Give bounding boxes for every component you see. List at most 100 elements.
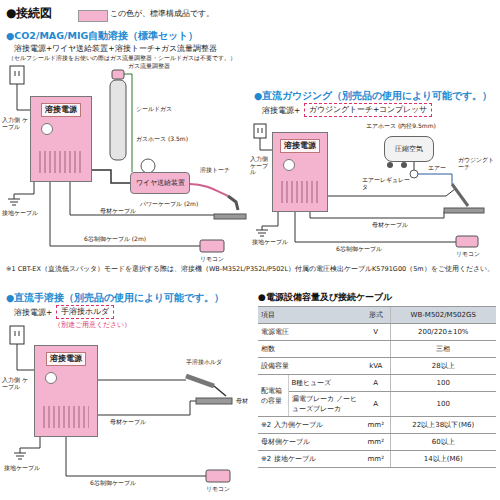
callout-label: 手溶接ホルダ [186, 358, 236, 365]
cell-text: 形式 [369, 311, 383, 319]
cell-text: 28以上 [432, 362, 455, 370]
cell-text: ※2 入力側ケーブル [261, 421, 323, 429]
table-cell: 母材側ケーブル [258, 434, 362, 451]
workpiece [196, 398, 232, 404]
callout-label: ●電源設備容量及び接続ケーブル [258, 292, 496, 303]
table-cell [362, 341, 390, 358]
table-cell: V [362, 324, 390, 341]
table-cell: kVA [362, 358, 390, 375]
callout-label: ●直流ガウジング（別売品の使用により可能です。） [254, 90, 498, 101]
cell-text: B種ヒューズ [292, 379, 332, 387]
label-text: （セルフシールド溶接をお使いの際はガス流量調整器・シールドガスは不要です。） [8, 54, 236, 61]
holder-cable [98, 380, 186, 381]
callout-label: 溶接トーチ [200, 166, 244, 173]
label-text: 6芯制御ケーブル [336, 245, 382, 252]
slot [258, 128, 262, 133]
label-text: 溶接電源+ [262, 106, 300, 115]
wire-feeder-box: ワイヤ送給装置 [130, 172, 190, 194]
callout-label: エアホース (内径9.5mm) [366, 122, 466, 129]
ground-cable [14, 182, 34, 199]
table-cell: 200/220±10% [390, 324, 496, 341]
node-text: ワイヤ送給装置 [136, 179, 185, 187]
remote-control [200, 240, 224, 252]
table-cell: 28以上 [390, 358, 496, 375]
input-cable [17, 84, 30, 110]
gas-regulator [112, 70, 124, 79]
cell-text: mm² [368, 438, 384, 446]
table-row: 電源電圧 V 200/220±10% [258, 324, 496, 341]
label-text: リモコン [206, 485, 230, 492]
table-cell: 項目 [258, 307, 362, 324]
label-text: エアホース (内径9.5mm) [366, 122, 436, 129]
outlet [10, 66, 24, 84]
table-cell: 60以上 [390, 434, 496, 451]
label-text: 6芯制御ケーブル [90, 479, 136, 486]
label-text: 入力側 ケーブル [2, 116, 28, 130]
cell-text: 100 [437, 400, 450, 408]
callout-label: 入力側 ケーブル [2, 116, 29, 130]
ground-symbol [8, 199, 20, 205]
label-text: ガスホース (3.5m) [136, 135, 188, 142]
callout-label: ●直流手溶接（別売品の使用により可能です。） [6, 292, 250, 303]
table-cell: 形式 [362, 307, 390, 324]
air-hose [418, 174, 452, 184]
label-text: ●CO2/MAG/MIG自動溶接（標準セット） [6, 30, 198, 41]
callout-label: 母材ケーブル [372, 221, 422, 228]
cell-text: ※2 接地ケーブル [261, 455, 316, 463]
base-cable [98, 401, 196, 415]
cell-text: WB-M502/M502GS [411, 311, 476, 319]
input-cable [260, 138, 272, 150]
table-cell: mm² [362, 451, 390, 468]
electrode [214, 386, 226, 396]
cell-text: 配電箱の容量 [261, 387, 282, 405]
callout-label: ●CO2/MAG/MIG自動溶接（標準セット） [6, 30, 250, 41]
power-source-box: 溶接電源 [272, 132, 328, 212]
ground-symbol [14, 453, 26, 459]
callout-label: パワーケーブル (2m) [140, 200, 210, 207]
node-text: 溶接電源 [41, 103, 81, 117]
slot [15, 71, 19, 76]
welding-torch [228, 196, 238, 210]
callout-label: リモコン [456, 250, 486, 257]
table-row: 項目 形式 WB-M502/M502GS [258, 307, 496, 324]
table-row: 配電箱の容量B種ヒューズA100 [258, 375, 496, 392]
ground-cable [20, 437, 40, 453]
label-text: リモコン [200, 255, 224, 262]
callout-label: 溶接電源+ [262, 106, 306, 115]
cell-text: 項目 [261, 311, 275, 319]
legend-label: この色が、標準構成品です。 [110, 9, 214, 18]
callout-label: 接地ケーブル [252, 238, 292, 245]
callout-label: ガスホース (3.5m) [136, 135, 196, 142]
title-text: ●接続図 [6, 6, 52, 20]
node-text: 手溶接ホルダ [61, 307, 109, 316]
label-text: ガウジングトーチ [458, 156, 494, 170]
label-text: 接地ケーブル [252, 238, 288, 245]
table-cell: A [362, 375, 390, 392]
cell-text: 設備容量 [261, 362, 289, 370]
air-regulator [410, 170, 418, 178]
diagram-title: ●接続図 [6, 6, 52, 20]
remote-control [206, 470, 230, 482]
cell-text: V [373, 328, 378, 336]
label-text: 母材ケーブル [110, 418, 146, 425]
callout-label: リモコン [206, 485, 236, 492]
label-text: 溶接電源+ワイヤ送給装置+溶接トーチ+ガス流量調整器 [14, 44, 217, 53]
legend-text: この色が、標準構成品です。 [110, 9, 214, 19]
callout-label: 母材ケーブル [100, 207, 140, 214]
workpiece [214, 214, 246, 219]
cell-text: 電源電圧 [261, 328, 289, 336]
label-text: ガス流量調整器 [128, 62, 170, 69]
label-text: 入力側 ケーブル [250, 156, 268, 175]
slot [15, 331, 19, 336]
label-text: ●直流手溶接（別売品の使用により可能です。） [6, 292, 224, 303]
ground-cable [262, 212, 278, 230]
wire-spool [141, 159, 155, 173]
remote-control [456, 236, 478, 247]
label-text: リモコン [456, 250, 480, 257]
table-cell: 22以上38以下(M6) [390, 417, 496, 434]
label-text: 手溶接ホルダ [186, 358, 222, 365]
power-cable [328, 189, 455, 196]
label-text: 接地ケーブル [2, 209, 38, 216]
callout-label: 接地ケーブル [4, 464, 44, 471]
table-cell: mm² [362, 417, 390, 434]
